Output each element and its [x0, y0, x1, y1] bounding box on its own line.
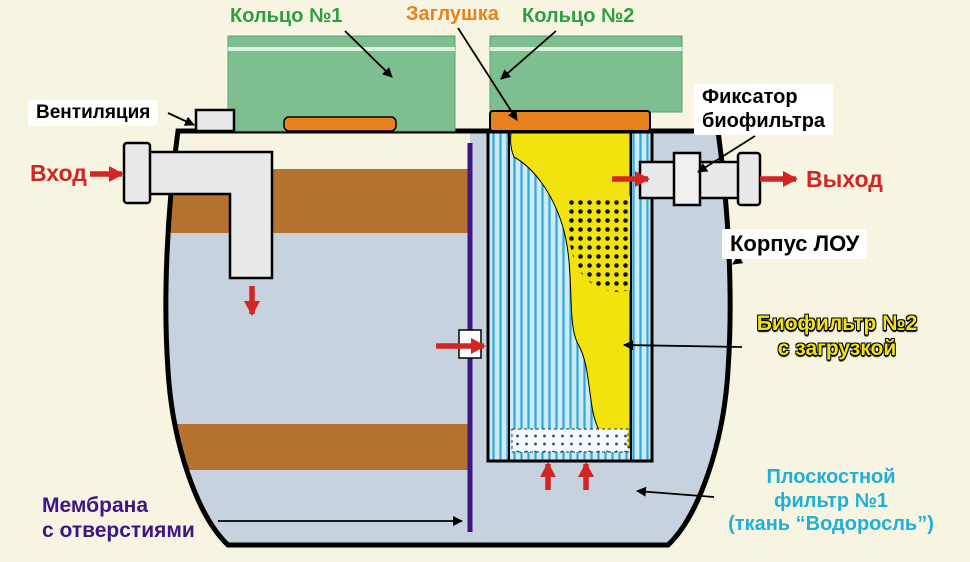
- inlet-label-text: Вход: [30, 160, 87, 186]
- plug-label: Заглушка: [406, 3, 499, 27]
- body-label-text: Корпус ЛОУ: [730, 231, 860, 256]
- flat-filter-label: Плоскостной фильтр №1 (ткань “Водоросль”…: [700, 466, 962, 537]
- inlet-pipe: [122, 141, 274, 280]
- callout-ring2: [500, 30, 557, 80]
- fixator-label-line1: Фиксатор: [702, 86, 798, 108]
- membrane-label: Мембрана с отверстиями: [42, 494, 195, 544]
- ventilation-label: Вентиляция: [28, 100, 159, 127]
- tank-outline: [163, 128, 733, 548]
- sediment-bottom: [165, 424, 470, 470]
- membrane-label-line2: с отверстиями: [42, 518, 195, 542]
- biofilter-granules-dots: [566, 196, 630, 292]
- fixator-bracket: [672, 151, 702, 207]
- callout-vent: [167, 112, 195, 126]
- flow-arrows: [90, 166, 798, 490]
- plug-bar: [283, 116, 397, 132]
- plug-label-text: Заглушка: [406, 3, 499, 25]
- perforated-plate: [511, 428, 629, 453]
- fixator-label: Фиксатор биофильтра: [694, 84, 834, 136]
- biofilter-label-line2: с загрузкой: [777, 336, 897, 360]
- ring2-label: Кольцо №2: [522, 5, 634, 29]
- flat-filter-label-line1: Плоскостной: [766, 466, 896, 488]
- outlet-label: Выход: [806, 166, 883, 193]
- callout-fixator: [697, 135, 756, 173]
- membrane-label-line1: Мембрана: [42, 494, 148, 517]
- ring1-label: Кольцо №1: [230, 5, 342, 29]
- vent-pipe: [194, 108, 236, 133]
- callout-biofilter: [623, 340, 743, 351]
- callout-flat-filter: [636, 486, 715, 498]
- ring-2: [489, 35, 683, 113]
- biofilter-label: Биофильтр №2 с загрузкой: [742, 312, 932, 362]
- ring2-label-text: Кольцо №2: [522, 5, 635, 27]
- ring1-label-text: Кольцо №1: [230, 5, 343, 27]
- ring-1: [227, 35, 456, 132]
- callout-ring1: [344, 30, 393, 78]
- callout-lines: [167, 27, 756, 526]
- callout-plug: [457, 27, 518, 121]
- body-label: Корпус ЛОУ: [722, 229, 868, 259]
- fixator-label-line2: биофильтра: [702, 109, 826, 132]
- biofilter-cap: [489, 110, 651, 132]
- flat-filter-label-line3: (ткань “Водоросль”): [728, 513, 934, 536]
- biofilter-label-line1: Биофильтр №2: [756, 312, 918, 335]
- inlet-label: Вход: [30, 160, 87, 187]
- outlet-label-text: Выход: [806, 166, 883, 192]
- flat-filter-label-line2: фильтр №1: [773, 489, 889, 512]
- ventilation-label-text: Вентиляция: [36, 102, 151, 123]
